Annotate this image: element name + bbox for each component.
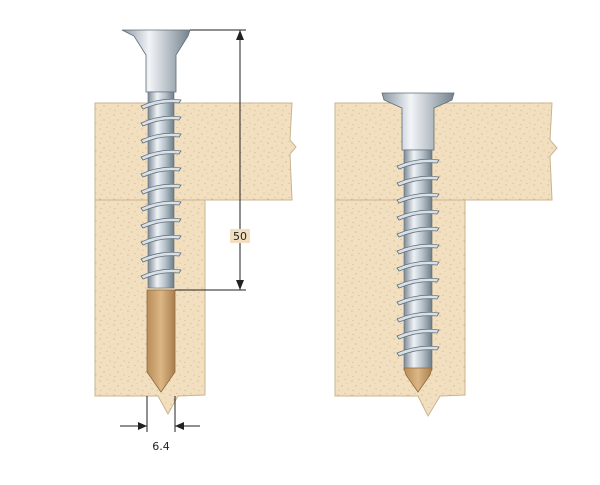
length-dimension — [175, 29, 246, 291]
right-screw-tip — [403, 367, 433, 393]
left-masonry — [94, 102, 297, 416]
right-screw-thread-5 — [396, 243, 440, 255]
diameter-arrow-left — [138, 422, 147, 430]
left-screw-thread-6 — [140, 200, 182, 212]
right-screw-thread-11 — [396, 345, 440, 357]
right-screw-thread-6 — [396, 260, 440, 272]
left-screw-thread-9 — [140, 251, 182, 263]
left-screw-thread-1 — [140, 115, 182, 127]
left-screw-thread-10 — [140, 268, 182, 280]
left-screw-threads — [140, 98, 182, 280]
right-screw-head — [381, 92, 455, 151]
left-screw-thread-8 — [140, 234, 182, 246]
left-screw-thread-4 — [140, 166, 182, 178]
left-screw-head — [121, 29, 191, 93]
diameter-label: 6.4 — [152, 440, 170, 453]
left-screw-thread-5 — [140, 183, 182, 195]
right-masonry — [334, 102, 558, 418]
right-screw-thread-8 — [396, 294, 440, 306]
left-screw-thread-3 — [140, 149, 182, 161]
diameter-dimension — [120, 396, 200, 432]
left-screw-thread-7 — [140, 217, 182, 229]
length-arrow-bottom — [236, 280, 244, 290]
right-screw-thread-9 — [396, 311, 440, 323]
drilled-hole-icon — [146, 289, 176, 393]
right-screw-thread-2 — [396, 192, 440, 204]
right-screw-thread-4 — [396, 226, 440, 238]
right-screw-thread-0 — [396, 158, 440, 170]
length-label-bg — [230, 229, 250, 243]
diameter-arrow-right — [175, 422, 184, 430]
left-masonry-block — [94, 102, 297, 416]
right-masonry-block — [334, 102, 558, 418]
length-arrow-top — [236, 30, 244, 40]
right-screw-thread-7 — [396, 277, 440, 289]
left-screw-thread-2 — [140, 132, 182, 144]
right-screw-thread-1 — [396, 175, 440, 187]
concrete-screw-installed — [121, 29, 191, 289]
concrete-screw-tightened — [381, 92, 455, 393]
right-screw-thread-3 — [396, 209, 440, 221]
right-screw-thread-10 — [396, 328, 440, 340]
right-screw-threads — [396, 158, 440, 357]
length-label: 50 — [233, 230, 247, 243]
left-screw-thread-0 — [140, 98, 182, 110]
